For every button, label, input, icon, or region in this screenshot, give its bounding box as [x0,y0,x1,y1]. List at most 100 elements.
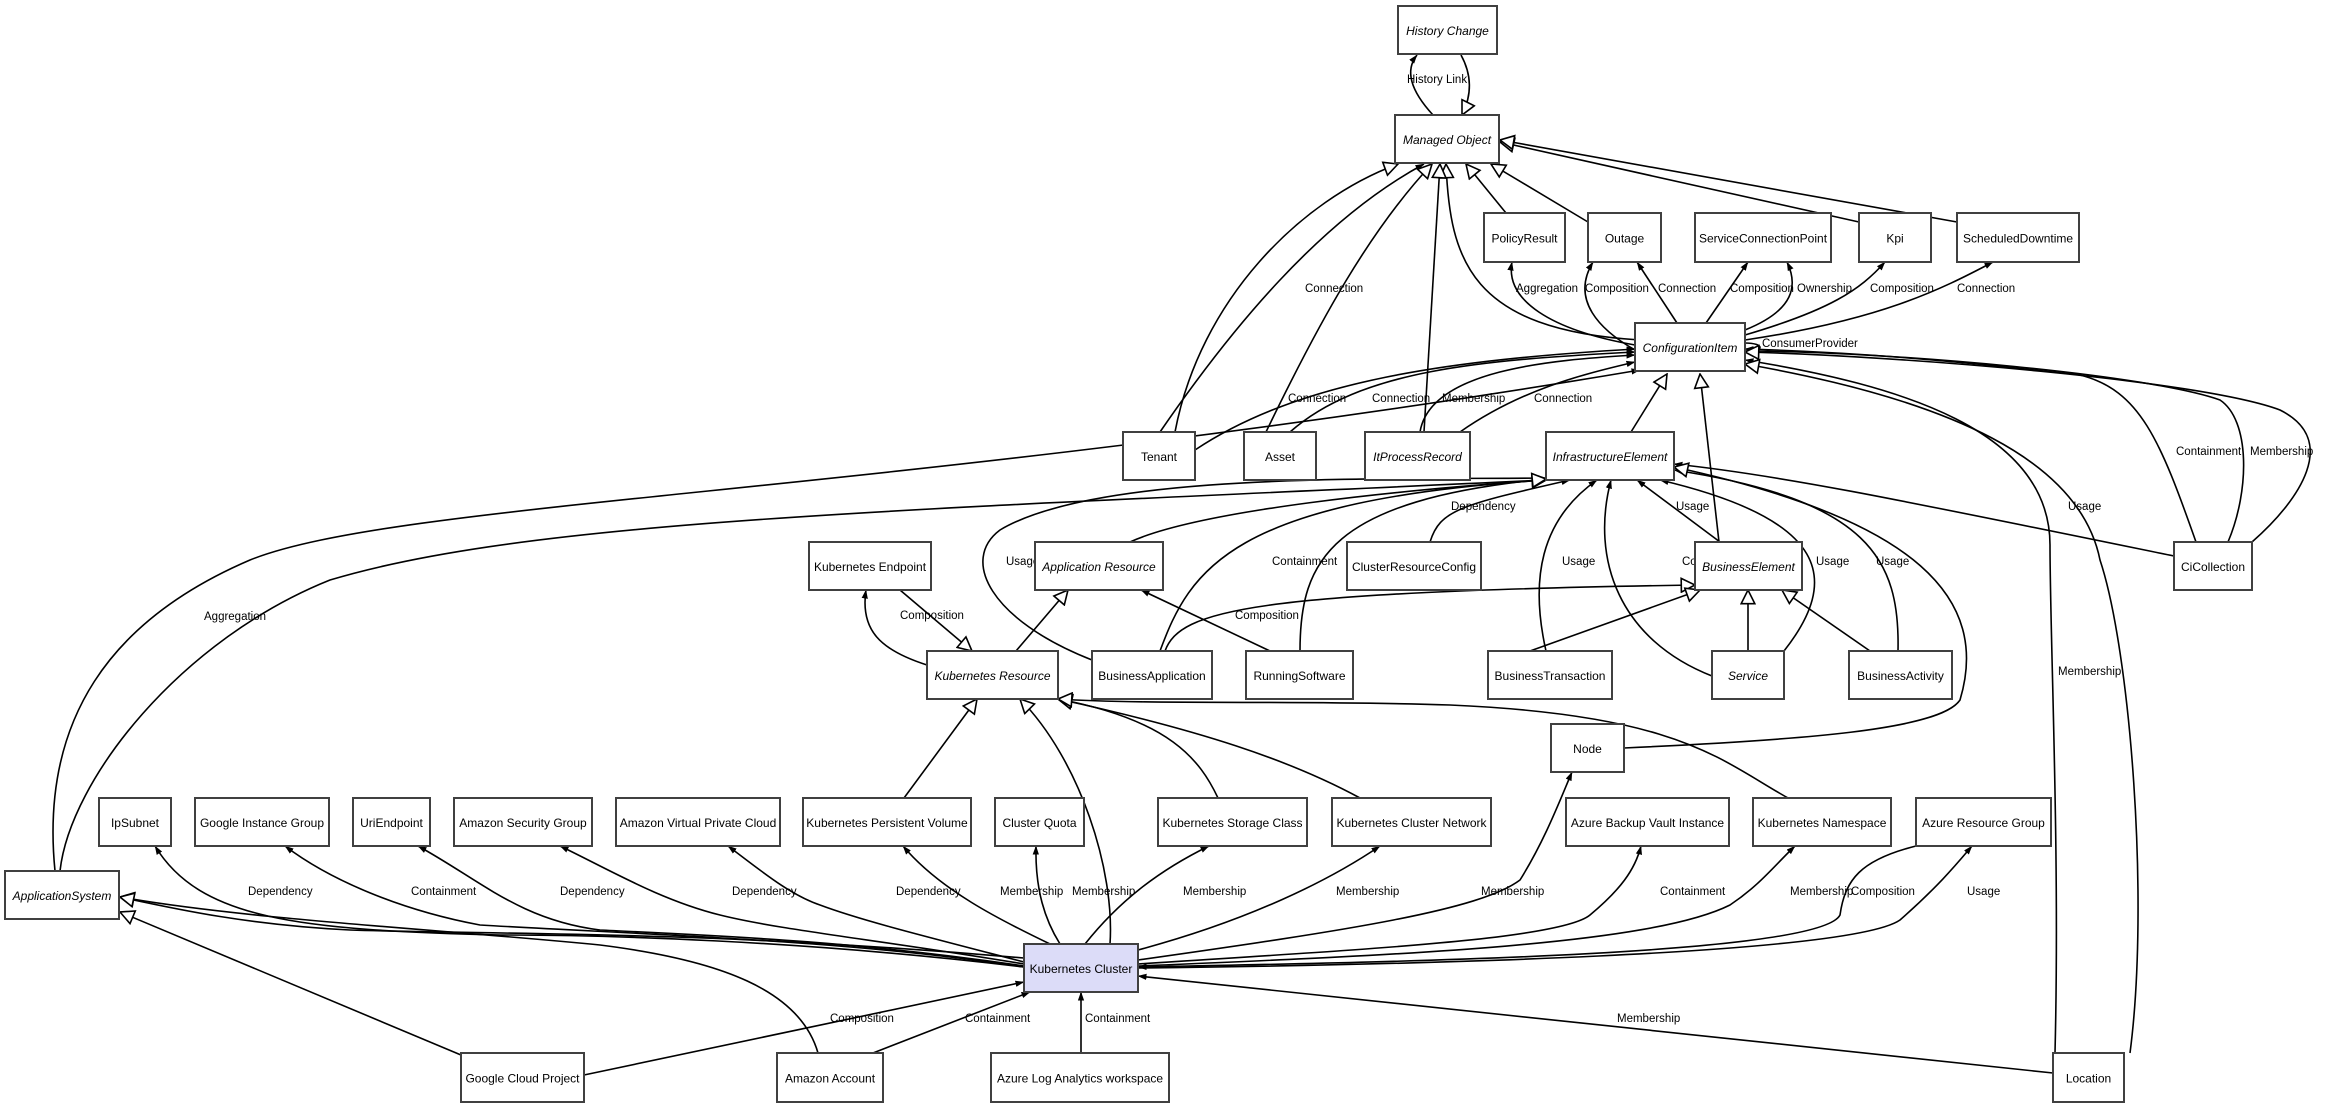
class-node-uri-endpoint[interactable]: UriEndpoint [352,797,431,847]
association-edge-kubernetes_resource-to-kubernetes_endpoint[interactable] [861,589,928,666]
association-edge-it_process_record-to-configuration_item[interactable] [1419,352,1636,433]
class-node-k8s-persistent-volume[interactable]: Kubernetes Persistent Volume [802,797,972,847]
association-edge-google_cloud_project-to-kubernetes_cluster[interactable] [583,980,1025,1076]
association-edge-kubernetes_cluster-to-k8s_cluster_network[interactable] [1137,845,1381,951]
association-edge-kubernetes_cluster-to-azure_backup_vault[interactable] [1137,845,1642,965]
class-node-amazon-vpc[interactable]: Amazon Virtual Private Cloud [615,797,781,847]
class-node-k8s-cluster-network[interactable]: Kubernetes Cluster Network [1331,797,1492,847]
inheritance-edge-running_software-to-infrastructure_element[interactable] [1299,479,1546,652]
association-edge-business_element-to-infrastructure_element[interactable] [1636,479,1721,543]
association-edge-tenant-to-managed_object[interactable] [1159,163,1425,433]
inheritance-edge-configuration_item-to-managed_object[interactable] [1446,164,1641,341]
inheritance-edge-policy_result-to-managed_object[interactable] [1466,164,1507,214]
class-node-azure-resource-group[interactable]: Azure Resource Group [1915,797,2052,847]
inheritance-edge-business_application-to-business_element[interactable] [1164,585,1695,652]
inheritance-edge-k8s_namespace-to-kubernetes_resource[interactable] [1058,699,1789,799]
class-node-kubernetes-resource[interactable]: Kubernetes Resource [926,650,1059,700]
association-edge-location-to-kubernetes_cluster[interactable] [1137,973,2054,1074]
class-node-application-system[interactable]: ApplicationSystem [4,870,120,920]
association-edge-service-to-infrastructure_element[interactable] [1659,478,1816,652]
association-edge-configuration_item-to-outage[interactable] [1584,261,1636,351]
inheritance-edge-business_element-to-configuration_item[interactable] [1700,374,1720,543]
class-node-infrastructure-element[interactable]: InfrastructureElement [1545,431,1675,481]
association-edge-managed_object-to-history_change[interactable] [1409,54,1434,116]
class-node-managed-object[interactable]: Managed Object [1394,114,1500,164]
class-node-business-element[interactable]: BusinessElement [1694,541,1803,591]
class-node-kpi[interactable]: Kpi [1858,212,1932,263]
inheritance-edge-kpi-to-managed_object[interactable] [1500,142,1860,223]
inheritance-edge-asset-to-managed_object[interactable] [1265,164,1432,433]
class-node-asset[interactable]: Asset [1243,431,1317,481]
association-edge-ci_collection-to-configuration_item[interactable] [1744,347,2245,543]
inheritance-edge-outage-to-managed_object[interactable] [1491,164,1589,223]
class-node-kubernetes-cluster[interactable]: Kubernetes Cluster [1023,943,1139,993]
class-node-node[interactable]: Node [1550,723,1625,773]
class-node-k8s-namespace[interactable]: Kubernetes Namespace [1752,797,1892,847]
inheritance-edge-application_system-to-infrastructure_element[interactable] [59,480,1546,872]
class-node-ci-collection[interactable]: CiCollection [2173,541,2253,591]
association-edge-kubernetes_cluster-to-node[interactable] [1137,771,1573,961]
association-edge-configuration_item-to-service_connection_point[interactable] [1744,261,1794,331]
inheritance-edge-kubernetes_cluster-to-kubernetes_resource[interactable] [1020,699,1112,945]
association-edge-kubernetes_cluster-to-azure_resource_group[interactable] [1137,845,1973,969]
association-edge-asset-to-configuration_item[interactable] [1289,349,1636,433]
class-node-business-transaction[interactable]: BusinessTransaction [1487,650,1613,700]
class-node-azure-backup-vault[interactable]: Azure Backup Vault Instance [1565,797,1730,847]
association-edge-running_software-to-application_resource[interactable] [1140,589,1271,652]
association-edge-kubernetes_cluster-to-k8s_namespace[interactable] [1137,845,1796,967]
association-edge-kubernetes_cluster-to-amazon_vpc[interactable] [727,845,1025,963]
association-edge-amazon_account-to-kubernetes_cluster[interactable] [872,991,1031,1054]
class-node-amazon-security-group[interactable]: Amazon Security Group [453,797,593,847]
class-node-tenant[interactable]: Tenant [1122,431,1196,481]
association-edge-kubernetes_cluster-to-uri_endpoint[interactable] [417,845,1025,967]
class-node-application-resource[interactable]: Application Resource [1034,541,1164,591]
association-edge-configuration_item-to-policy_result[interactable] [1507,261,1636,346]
association-edge-kubernetes_cluster-to-ip_subnet[interactable] [154,845,1025,968]
inheritance-edge-history_change-to-managed_object[interactable] [1460,54,1469,115]
association-edge-cluster_resource_config-to-infrastructure_element[interactable] [1429,478,1571,543]
class-node-policy-result[interactable]: PolicyResult [1483,212,1566,263]
class-node-it-process-record[interactable]: ItProcessRecord [1364,431,1471,481]
association-edge-tenant-to-configuration_item[interactable] [1194,346,1636,451]
inheritance-edge-amazon_account-to-application_system[interactable] [120,897,819,1054]
inheritance-edge-it_process_record-to-managed_object[interactable] [1423,164,1440,433]
class-node-history-change[interactable]: History Change [1397,5,1498,55]
association-edge-configuration_item-to-scheduled_downtime[interactable] [1744,261,1994,341]
association-edge-business_application-to-infrastructure_element[interactable] [1159,477,1547,652]
association-edge-configuration_item-to-service_connection_point[interactable] [1705,261,1749,324]
class-node-amazon-account[interactable]: Amazon Account [776,1052,884,1103]
association-edge-kubernetes_cluster-to-cluster_quota[interactable] [1032,845,1061,945]
inheritance-edge-kubernetes_resource-to-application_resource[interactable] [1015,590,1068,652]
class-node-k8s-storage-class[interactable]: Kubernetes Storage Class [1157,797,1308,847]
inheritance-edge-tenant-to-managed_object[interactable] [1174,164,1398,433]
inheritance-edge-infrastructure_element-to-configuration_item[interactable] [1630,374,1667,433]
class-node-google-instance-group[interactable]: Google Instance Group [194,797,330,847]
class-node-business-activity[interactable]: BusinessActivity [1848,650,1953,700]
inheritance-edge-location-to-configuration_item[interactable] [1745,364,2139,1054]
association-edge-configuration_item-to-kpi[interactable] [1744,261,1886,336]
association-edge-kubernetes_cluster-to-k8s_storage_class[interactable] [1084,845,1210,945]
class-node-service[interactable]: Service [1711,650,1785,700]
class-node-kubernetes-endpoint[interactable]: Kubernetes Endpoint [808,541,932,591]
association-edge-business_transaction-to-infrastructure_element[interactable] [1538,479,1598,652]
association-edge-it_process_record-to-configuration_item[interactable] [1459,360,1636,433]
class-node-ip-subnet[interactable]: IpSubnet [98,797,172,847]
inheritance-edge-google_cloud_project-to-application_system[interactable] [120,912,462,1056]
association-edge-kubernetes_cluster-to-amazon_security_group[interactable] [559,845,1025,965]
inheritance-edge-business_activity-to-business_element[interactable] [1782,590,1871,652]
inheritance-edge-k8s_persistent_volume-to-kubernetes_resource[interactable] [903,699,977,799]
inheritance-edge-k8s_storage_class-to-kubernetes_resource[interactable] [1058,699,1219,799]
association-edge-configuration_item-to-outage[interactable] [1636,261,1678,324]
class-node-azure-log-analytics[interactable]: Azure Log Analytics workspace [990,1052,1170,1103]
association-edge-ci_collection-to-infrastructure_element[interactable] [1673,461,2175,557]
inheritance-edge-business_transaction-to-business_element[interactable] [1529,590,1700,652]
class-node-scheduled-downtime[interactable]: ScheduledDowntime [1956,212,2080,263]
class-node-configuration-item[interactable]: ConfigurationItem [1634,322,1746,372]
class-node-cluster-resource-config[interactable]: ClusterResourceConfig [1346,541,1482,591]
inheritance-edge-kubernetes_endpoint-to-kubernetes_resource[interactable] [899,589,972,651]
inheritance-edge-kubernetes_cluster-to-application_system[interactable] [120,897,1025,959]
inheritance-edge-k8s_cluster_network-to-kubernetes_resource[interactable] [1058,699,1361,799]
inheritance-edge-ci_collection-to-configuration_item[interactable] [1745,352,2311,543]
class-node-running-software[interactable]: RunningSoftware [1245,650,1354,700]
association-edge-service-to-infrastructure_element[interactable] [1603,479,1713,677]
